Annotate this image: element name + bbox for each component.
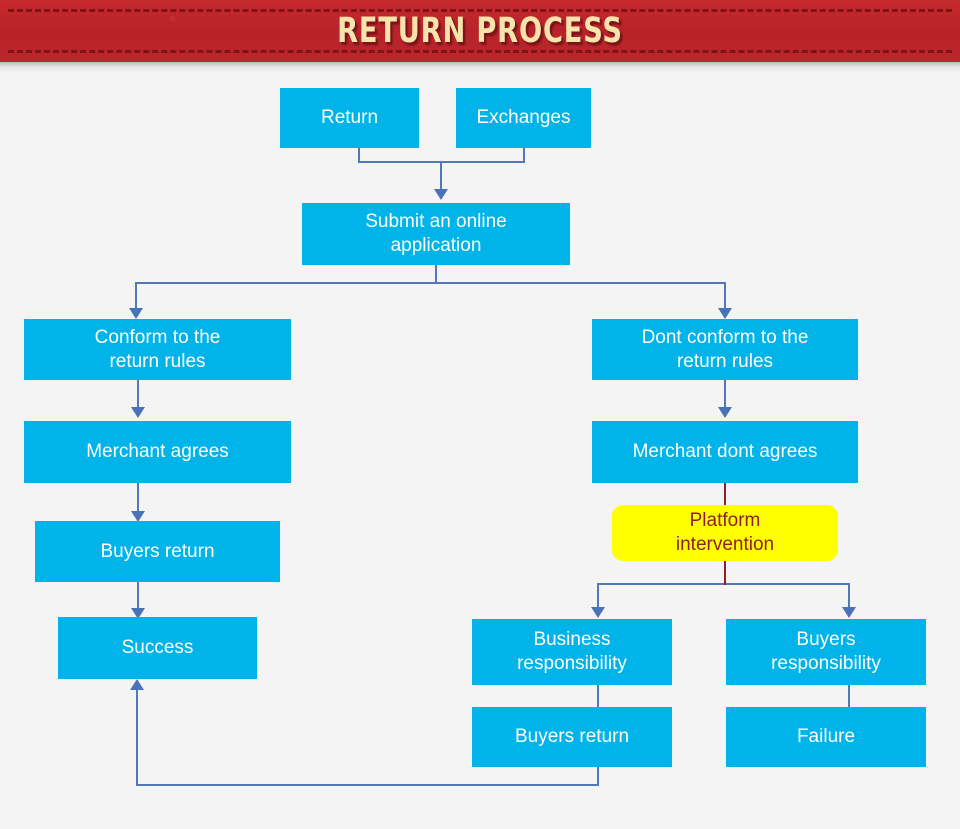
arrowhead-to-submit: [434, 189, 448, 200]
connector-merge-down: [440, 161, 442, 191]
connector-feedback-up: [136, 690, 138, 784]
connector-split-right: [724, 282, 726, 312]
connector-feedback-down: [597, 767, 599, 786]
node-failure-label: Failure: [796, 726, 856, 747]
connector-business-to-buyers-return: [597, 685, 599, 709]
node-submit-application[interactable]: Submit an online application: [302, 203, 570, 265]
submit-line-2: application: [390, 235, 482, 256]
connector-buyers-resp-to-failure: [848, 685, 850, 709]
arrowhead-to-business-responsibility: [591, 607, 605, 618]
arrowhead-to-dont-conform: [718, 308, 732, 319]
connector-return-down: [358, 148, 360, 162]
arrowhead-to-success: [131, 608, 145, 619]
dont-conform-line-2: return rules: [676, 350, 774, 372]
business-resp-line-2: responsibility: [517, 653, 627, 674]
node-business-responsibility-label: Business responsibility: [517, 628, 627, 676]
node-merchant-agrees[interactable]: Merchant agrees: [24, 421, 291, 483]
node-buyers-return-bottom[interactable]: Buyers return: [472, 707, 672, 767]
dont-conform-line-1: Dont conform to the: [641, 326, 809, 348]
buyers-resp-line-2: responsibility: [771, 653, 881, 674]
connector-split-left: [135, 282, 137, 312]
buyers-resp-line-1: Buyers: [796, 629, 856, 650]
node-buyers-responsibility-label: Buyers responsibility: [771, 628, 881, 676]
node-business-responsibility[interactable]: Business responsibility: [472, 619, 672, 685]
connector-exchanges-down: [523, 148, 525, 162]
node-conform-label: Conform to the return rules: [95, 326, 221, 374]
conform-line-1: Conform to the: [94, 326, 221, 348]
node-merchant-dont-agrees[interactable]: Merchant dont agrees: [592, 421, 858, 483]
arrowhead-feedback-to-success: [130, 679, 144, 690]
node-submit-application-label: Submit an online application: [365, 210, 507, 258]
node-dont-conform-to-return-rules[interactable]: Dont conform to the return rules: [592, 319, 858, 380]
node-success-label: Success: [121, 637, 194, 658]
submit-line-1: Submit an online: [365, 211, 507, 232]
banner-shadow: [0, 62, 960, 73]
node-platform-intervention-label: Platform intervention: [676, 509, 774, 557]
business-resp-line-1: Business: [533, 629, 611, 650]
arrowhead-to-conform: [129, 308, 143, 319]
arrowhead-to-buyers-responsibility: [842, 607, 856, 618]
platform-line-1: Platform: [689, 510, 761, 531]
node-buyers-return-left-label: Buyers return: [100, 540, 215, 562]
arrowhead-to-merchant-agrees: [131, 407, 145, 418]
node-conform-to-return-rules[interactable]: Conform to the return rules: [24, 319, 291, 380]
node-return-label: Return: [320, 107, 379, 128]
page-title: RETURN PROCESS: [337, 11, 623, 51]
banner-stitch-bottom: [8, 50, 952, 53]
connector-buyers-return-to-success: [137, 582, 139, 614]
connector-split-bar: [135, 282, 726, 284]
node-return[interactable]: Return: [280, 88, 419, 148]
arrowhead-to-merchant-dont-agrees: [718, 407, 732, 418]
node-buyers-responsibility[interactable]: Buyers responsibility: [726, 619, 926, 685]
connector-dont-conform-to-merchant: [724, 380, 726, 411]
node-merchant-dont-agrees-label: Merchant dont agrees: [632, 441, 818, 462]
node-exchanges[interactable]: Exchanges: [456, 88, 591, 148]
node-success[interactable]: Success: [58, 617, 257, 679]
connector-feedback-bar: [136, 784, 599, 786]
conform-line-2: return rules: [109, 350, 206, 372]
connector-platform-split-bar: [597, 583, 850, 585]
connector-submit-down: [435, 265, 437, 283]
connector-platform-split-right: [848, 583, 850, 610]
node-exchanges-label: Exchanges: [476, 107, 571, 128]
node-merchant-agrees-label: Merchant agrees: [86, 441, 229, 462]
connector-platform-split-left: [597, 583, 599, 610]
header-banner: [0, 0, 960, 62]
arrowhead-to-buyers-return-left: [131, 511, 145, 522]
node-failure[interactable]: Failure: [726, 707, 926, 767]
connector-merchant-to-buyers-return: [137, 483, 139, 516]
banner-stitch-top: [8, 9, 952, 12]
node-platform-intervention[interactable]: Platform intervention: [612, 505, 838, 561]
platform-line-2: intervention: [675, 534, 775, 555]
node-buyers-return-left[interactable]: Buyers return: [35, 521, 280, 582]
connector-conform-to-merchant: [137, 380, 139, 411]
node-buyers-return-bottom-label: Buyers return: [514, 726, 630, 747]
node-dont-conform-label: Dont conform to the return rules: [642, 326, 809, 374]
